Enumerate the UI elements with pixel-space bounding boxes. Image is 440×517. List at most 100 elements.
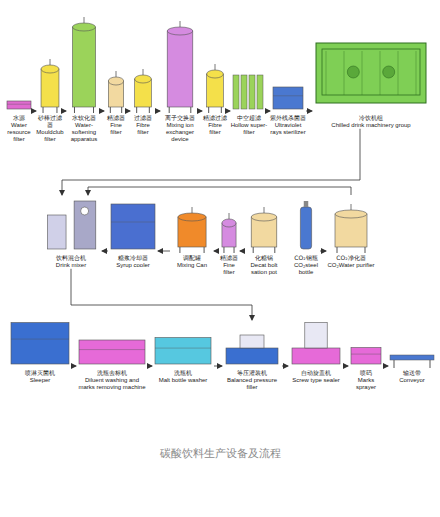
chiller-fin bbox=[362, 51, 363, 95]
pipe-connector bbox=[34, 111, 36, 112]
equipment-node: 过滤器Fibre filter bbox=[130, 15, 156, 136]
tank-leg bbox=[169, 107, 170, 113]
tank-top bbox=[72, 23, 95, 31]
equipment-node: 洗瓶机Malt bottle washer bbox=[152, 320, 214, 384]
conveyor-leg bbox=[430, 360, 431, 368]
bottle-valve bbox=[304, 201, 308, 207]
equipment-node: 喷淋灭菌机Sleeper bbox=[8, 320, 72, 384]
tank-body bbox=[335, 214, 367, 247]
tank-leg bbox=[179, 247, 180, 253]
equipment-label-en: Mouldclub filter bbox=[36, 129, 64, 143]
tank-top bbox=[207, 70, 224, 78]
equipment-illustration bbox=[244, 195, 284, 255]
machine-seam bbox=[111, 222, 155, 223]
pipe-connector bbox=[62, 129, 360, 195]
pipe-connector bbox=[156, 111, 160, 112]
chiller-fin bbox=[344, 51, 345, 95]
tank-leg bbox=[208, 107, 209, 113]
conveyor-belt bbox=[390, 355, 434, 360]
conveyor-leg bbox=[394, 360, 395, 368]
equipment-node: 输送带Conveyor bbox=[388, 320, 436, 384]
tank-leg bbox=[149, 107, 150, 113]
tank-body bbox=[41, 69, 59, 107]
equipment-label-zh: 化糖锅 bbox=[244, 255, 284, 262]
pipe-connector bbox=[282, 366, 288, 367]
pipe-connector bbox=[200, 111, 202, 112]
equipment-label-zh: 精滤器 bbox=[104, 115, 128, 122]
equipment-label-zh: CO₂钢瓶 bbox=[292, 255, 320, 262]
equipment-illustration bbox=[4, 15, 34, 115]
tank-leg bbox=[253, 247, 254, 253]
pipe-connector bbox=[214, 251, 218, 252]
equipment-label-zh: 饮料混合机 bbox=[40, 255, 102, 262]
chiller-frame bbox=[322, 49, 420, 95]
pipe-connector bbox=[72, 366, 76, 367]
pipe-connector bbox=[64, 111, 66, 112]
equipment-label-en: Fibre filter bbox=[130, 122, 156, 136]
equipment-label-en: Fibre filter bbox=[202, 122, 228, 136]
machine-body bbox=[7, 101, 31, 109]
caption: 碳酸饮料生产设备及流程 bbox=[0, 446, 440, 461]
equipment-node: 洗瓶去标机Diluent washing and marks removing … bbox=[76, 320, 148, 391]
pipe-connector bbox=[344, 366, 348, 367]
tank-leg bbox=[136, 107, 137, 113]
machine-seam bbox=[155, 348, 211, 349]
equipment-label-zh: 离子交换器 bbox=[160, 115, 200, 122]
machine-body bbox=[111, 204, 155, 249]
equipment-illustration bbox=[36, 15, 64, 115]
equipment-illustration bbox=[66, 15, 102, 115]
equipment-label-zh: 等压灌装机 bbox=[222, 370, 282, 377]
equipment-illustration bbox=[170, 195, 214, 255]
filter-column bbox=[257, 75, 263, 109]
equipment-node: 糖浆冷却器Syrup cooler bbox=[108, 195, 158, 269]
machine-seam bbox=[79, 349, 145, 350]
equipment-label-en: Water resource filter bbox=[4, 122, 34, 143]
pipe-connector bbox=[320, 251, 326, 252]
tank-leg bbox=[234, 247, 235, 253]
tank-leg bbox=[274, 247, 275, 253]
equipment-illustration bbox=[326, 195, 376, 255]
equipment-label-en: Chilled drink machinery group bbox=[312, 122, 430, 129]
chiller-fin bbox=[326, 51, 327, 95]
tank-leg bbox=[121, 107, 122, 113]
equipment-illustration bbox=[130, 15, 156, 115]
filter-column bbox=[241, 75, 247, 109]
equipment-label-zh: 中空超滤 bbox=[230, 115, 268, 122]
tank-leg bbox=[93, 107, 94, 113]
equipment-label-en: Syrup cooler bbox=[108, 262, 158, 269]
equipment-illustration bbox=[288, 320, 344, 370]
equipment-label-en: Conveyor bbox=[388, 377, 436, 384]
tank-leg bbox=[337, 247, 338, 253]
machine-seam bbox=[7, 104, 31, 105]
machine-body bbox=[273, 87, 303, 109]
mixer-tank bbox=[47, 215, 66, 249]
tank-top bbox=[108, 77, 123, 85]
equipment-illustration bbox=[348, 320, 384, 370]
equipment-node: 紫外线杀菌器Ultraviolet rays sterilizer bbox=[270, 15, 306, 136]
equipment-label-zh: 过滤器 bbox=[130, 115, 156, 122]
equipment-illustration bbox=[292, 195, 320, 255]
equipment-label-en: Sleeper bbox=[8, 377, 72, 384]
tank-pipe bbox=[116, 71, 117, 77]
filter-column bbox=[233, 75, 239, 109]
equipment-illustration bbox=[8, 320, 72, 370]
equipment-label-en: Balanced pressure filler bbox=[222, 377, 282, 391]
chiller-fan bbox=[347, 66, 359, 78]
tank-top bbox=[41, 65, 59, 73]
equipment-illustration bbox=[152, 320, 214, 370]
equipment-node: 等压灌装机Balanced pressure filler bbox=[222, 320, 282, 391]
gas-bottle bbox=[300, 207, 311, 249]
equipment-illustration bbox=[222, 320, 282, 370]
machine-base bbox=[226, 348, 278, 364]
equipment-node: CO₂钢瓶CO₂steel bottle bbox=[292, 195, 320, 276]
tank-pipe bbox=[50, 59, 51, 65]
equipment-node: 中空超滤Hollow super-filter bbox=[230, 15, 268, 136]
equipment-label-en: Diluent washing and marks removing machi… bbox=[76, 377, 148, 391]
tank-leg bbox=[110, 107, 111, 113]
equipment-label-zh: 输送带 bbox=[388, 370, 436, 377]
equipment-label-zh: 精滤器 bbox=[218, 255, 240, 262]
equipment-label-en: Screw type sealer bbox=[288, 377, 344, 384]
tank-body bbox=[72, 27, 95, 107]
equipment-illustration bbox=[218, 195, 240, 255]
